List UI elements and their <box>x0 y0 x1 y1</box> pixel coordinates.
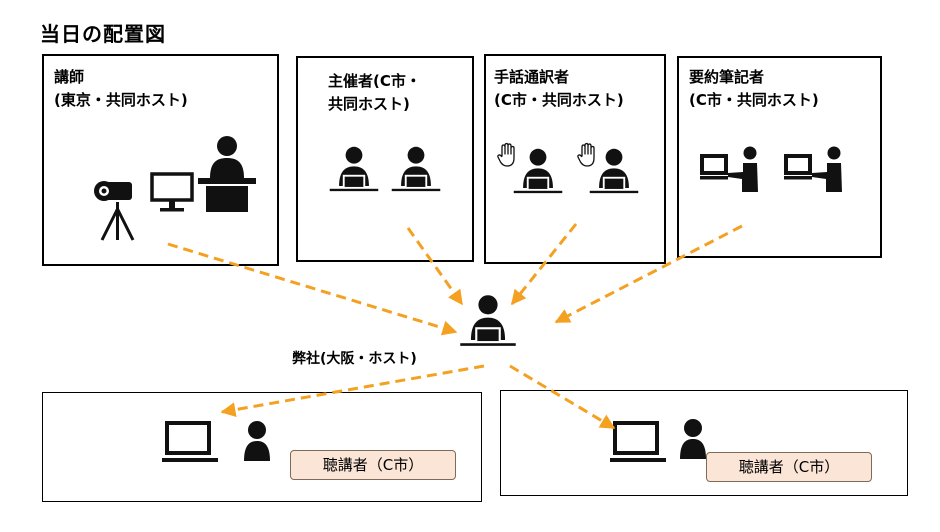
summary-writer-label-line1: 要約筆記者 <box>689 68 765 86</box>
summary-writer-box: 要約筆記者 (C市・共同ホスト) <box>677 56 882 258</box>
podium-speaker-icon <box>198 136 256 212</box>
person-at-laptop-icon <box>586 146 642 202</box>
laptop-icon <box>610 420 666 466</box>
person-icon <box>242 420 272 462</box>
audience-badge-right: 聴講者（C市） <box>706 452 872 482</box>
sign-interpreter-label-line1: 手話通訳者 <box>494 68 570 86</box>
organizer-label: 主催者(C市・ 共同ホスト) <box>328 70 421 116</box>
person-typing-icon <box>700 146 764 198</box>
lecturer-label-line1: 講師 <box>54 68 85 86</box>
lecturer-label: 講師 (東京・共同ホスト) <box>54 66 188 112</box>
organizer-label-line2: 共同ホスト) <box>328 95 410 113</box>
organizer-box: 主催者(C市・ 共同ホスト) <box>296 56 474 262</box>
video-camera-icon <box>94 181 135 241</box>
person-icon <box>678 418 708 460</box>
organizer-label-line1: 主催者(C市・ <box>328 72 421 90</box>
sign-interpreter-label: 手話通訳者 (C市・共同ホスト) <box>494 66 624 112</box>
person-at-laptop-icon <box>326 144 382 200</box>
monitor-icon <box>150 172 194 212</box>
audience-badge-left: 聴講者（C市） <box>290 450 456 480</box>
page-title: 当日の配置図 <box>40 22 166 46</box>
host-person-at-laptop-icon <box>456 292 520 356</box>
summary-writer-label: 要約筆記者 (C市・共同ホスト) <box>689 66 819 112</box>
person-typing-icon <box>784 146 848 198</box>
sign-interpreter-label-line2: (C市・共同ホスト) <box>494 91 624 109</box>
person-at-laptop-icon <box>510 146 566 202</box>
lecturer-label-line2: (東京・共同ホスト) <box>54 91 188 109</box>
laptop-icon <box>162 420 218 466</box>
summary-writer-label-line2: (C市・共同ホスト) <box>689 91 819 109</box>
lecturer-box: 講師 (東京・共同ホスト) <box>42 54 279 266</box>
person-at-laptop-icon <box>388 144 444 200</box>
hub-label: 弊社(大阪・ホスト) <box>292 351 417 367</box>
